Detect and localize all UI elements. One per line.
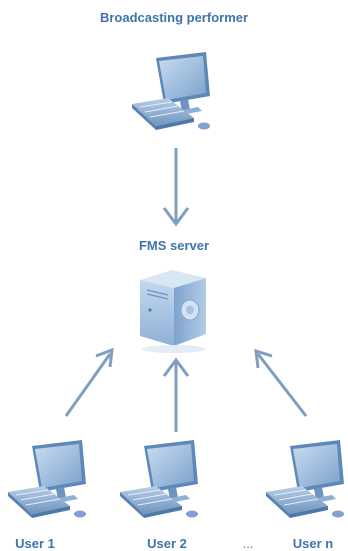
computer-icon <box>119 439 199 519</box>
server-label: FMS server <box>138 238 210 253</box>
arrow-icon <box>64 353 112 417</box>
arrowhead-icon <box>162 357 190 377</box>
arrowhead-icon <box>95 347 114 368</box>
computer-icon <box>265 439 345 519</box>
user-label-n: User n <box>292 536 334 551</box>
computer-icon <box>131 51 211 131</box>
user-label-1: User 1 <box>15 536 55 551</box>
diagram-title: Broadcasting performer <box>99 10 249 25</box>
server-icon <box>140 270 206 353</box>
arrowhead-icon <box>254 348 273 369</box>
ellipsis-label: ... <box>242 536 254 551</box>
user-label-2: User 2 <box>147 536 187 551</box>
arrowhead-icon <box>162 207 190 227</box>
computer-icon <box>7 439 87 519</box>
arrow-icon <box>256 353 308 417</box>
